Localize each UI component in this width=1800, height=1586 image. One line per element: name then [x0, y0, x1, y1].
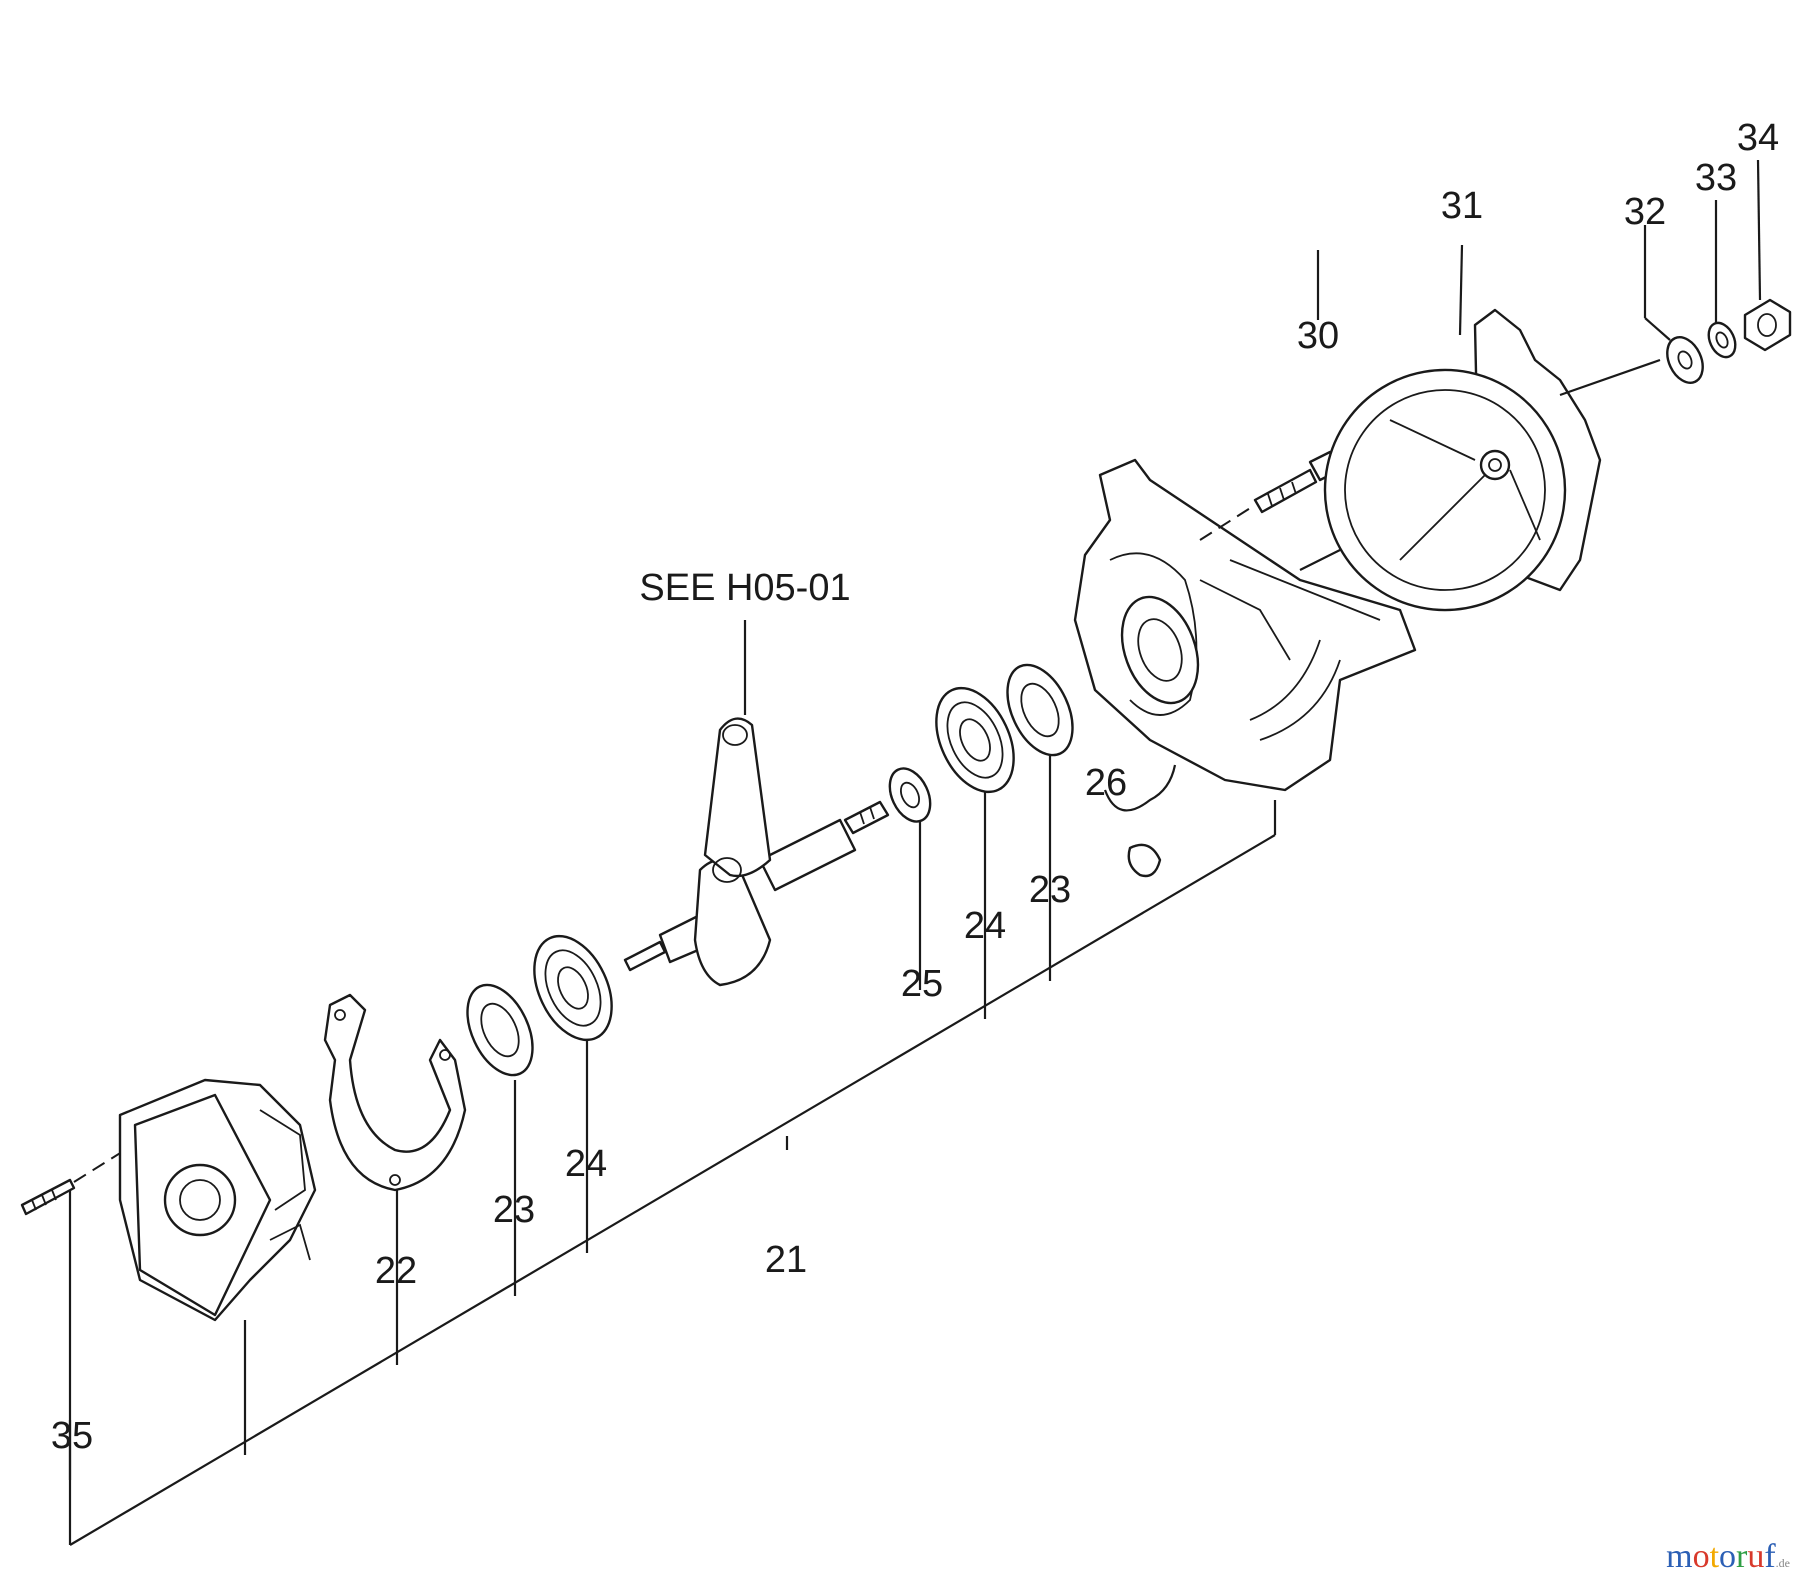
- part-seal-right: [1006, 663, 1074, 757]
- callout-25: 25: [901, 963, 943, 1005]
- part-stud: [20, 1149, 126, 1216]
- callout-33: 33: [1695, 157, 1737, 199]
- part-bearing-left: [533, 934, 613, 1042]
- part-seal-left: [466, 983, 534, 1077]
- callout-22: 22: [375, 1250, 417, 1292]
- part-flywheel: [1299, 308, 1661, 612]
- callout-35: 35: [51, 1415, 93, 1457]
- callout-23-right: 23: [1029, 869, 1071, 911]
- callout-23-left: 23: [493, 1189, 535, 1231]
- part-gasket: [323, 993, 467, 1192]
- watermark-logo: motoruf.de: [1666, 1538, 1790, 1576]
- part-nut: [1743, 298, 1792, 352]
- part-bearing-right: [935, 686, 1015, 794]
- watermark-letter: u: [1747, 1538, 1765, 1575]
- callout-21: 21: [765, 1239, 807, 1281]
- callout-24-left: 24: [565, 1143, 607, 1185]
- callout-24-right: 24: [964, 905, 1006, 947]
- watermark-letter: o: [1719, 1538, 1737, 1575]
- callout-30: 30: [1297, 315, 1339, 357]
- callout-31: 31: [1441, 185, 1483, 227]
- part-plug: [1127, 843, 1162, 878]
- part-screw: [1199, 450, 1342, 541]
- watermark-letter: r: [1736, 1538, 1748, 1575]
- part-crankshaft: [623, 717, 890, 987]
- part-crankcase-right: [1073, 458, 1417, 792]
- leader-lines: [68, 159, 1762, 1546]
- part-crankcase-left: [118, 1078, 317, 1322]
- callout-32: 32: [1624, 191, 1666, 233]
- watermark-letter: o: [1692, 1538, 1710, 1575]
- watermark-letter: f: [1764, 1538, 1776, 1575]
- part-washer: [888, 767, 932, 823]
- watermark-letter: m: [1666, 1538, 1693, 1575]
- watermark-letter: t: [1709, 1538, 1720, 1575]
- reference-note: SEE H05-01: [639, 567, 850, 609]
- watermark-text: motoruf: [1666, 1538, 1776, 1575]
- watermark-suffix: .de: [1775, 1556, 1790, 1570]
- part-flywheel-washer: [1666, 336, 1704, 384]
- part-lock-washer: [1707, 321, 1737, 359]
- callout-34: 34: [1737, 117, 1779, 159]
- callout-26: 26: [1085, 762, 1127, 804]
- callout-labels: 35 22 23 24 21 25 24 23 26 30 31 32 33 3…: [51, 117, 1779, 1457]
